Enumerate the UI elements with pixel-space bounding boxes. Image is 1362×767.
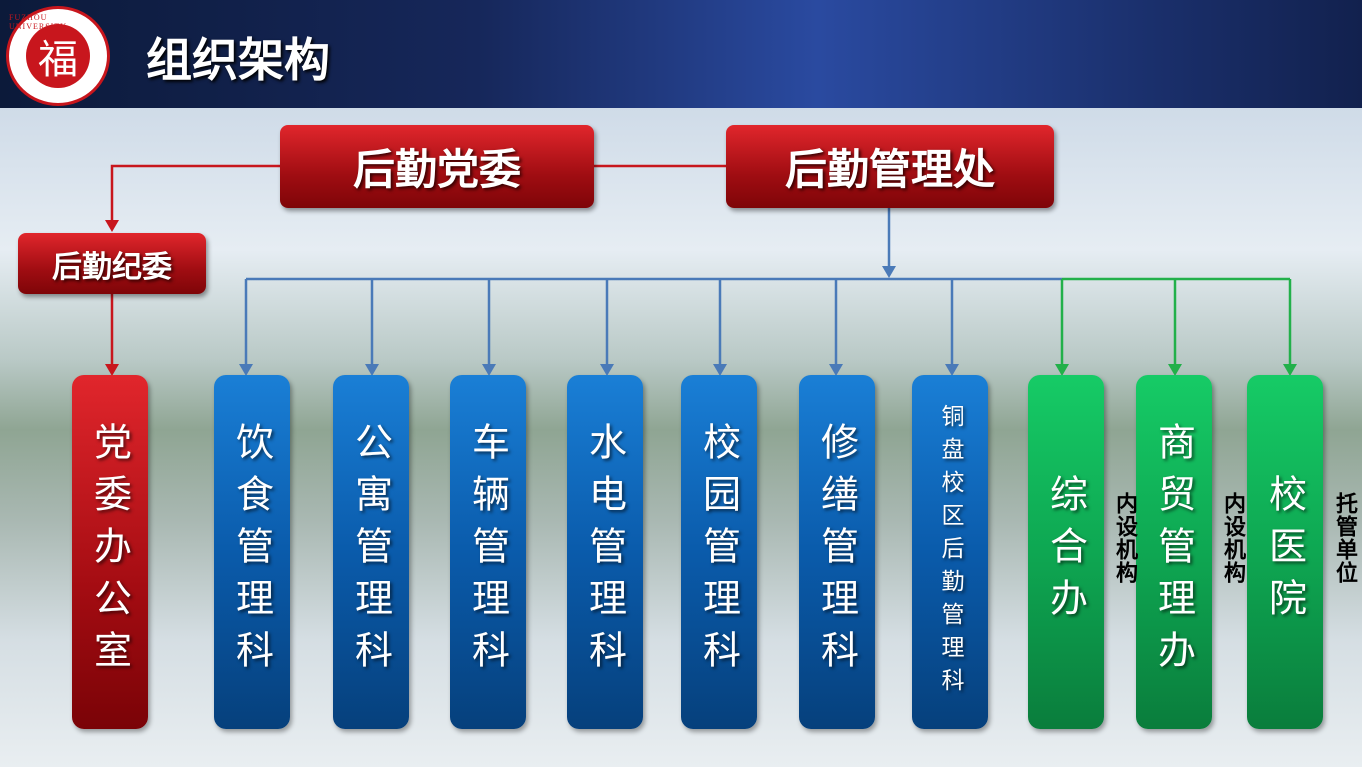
- internal-unit-box: 综合办: [1028, 375, 1104, 729]
- internal-unit-label: 商贸管理办: [1151, 422, 1196, 682]
- department-box: 校园管理科: [681, 375, 757, 729]
- department-label: 修缮管理科: [814, 422, 859, 682]
- arrow-icon: [1168, 364, 1182, 376]
- arrow-icon: [365, 364, 379, 376]
- department-box: 水电管理科: [567, 375, 643, 729]
- arrow-icon: [105, 364, 119, 376]
- party-committee-box: 后勤党委: [280, 125, 594, 208]
- department-box: 公寓管理科: [333, 375, 409, 729]
- department-label: 饮食管理科: [229, 422, 274, 682]
- arrow-icon: [1055, 364, 1069, 376]
- department-box: 修缮管理科: [799, 375, 875, 729]
- arrow-icon: [829, 364, 843, 376]
- arrow-icon: [600, 364, 614, 376]
- internal-unit-label: 综合办: [1043, 474, 1088, 630]
- department-label: 车辆管理科: [465, 422, 510, 682]
- department-label: 公寓管理科: [348, 422, 393, 682]
- internal-unit-box: 商贸管理办: [1136, 375, 1212, 729]
- hosted-unit-tag: 托管单位: [1332, 492, 1357, 584]
- logo-ring-text: FUZHOU UNIVERSITY: [9, 13, 67, 31]
- arrow-icon: [239, 364, 253, 376]
- department-label: 水电管理科: [582, 422, 627, 682]
- department-box: 铜盘校区后勤管理科: [912, 375, 988, 729]
- arrow-icon: [1283, 364, 1297, 376]
- internal-unit-tag: 内设机构: [1112, 492, 1137, 584]
- department-box: 车辆管理科: [450, 375, 526, 729]
- arrow-icon: [882, 266, 896, 278]
- arrow-icon: [713, 364, 727, 376]
- management-office-box: 后勤管理处: [726, 125, 1054, 208]
- logo-glyph: 福: [26, 24, 90, 88]
- party-office-box: 党委办公室: [72, 375, 148, 729]
- department-label: 校园管理科: [696, 422, 741, 682]
- hosted-unit-box: 校医院: [1247, 375, 1323, 729]
- department-box: 饮食管理科: [214, 375, 290, 729]
- arrow-icon: [105, 220, 119, 232]
- discipline-committee-box: 后勤纪委: [18, 233, 206, 294]
- hosted-unit-label: 校医院: [1262, 474, 1307, 630]
- arrow-icon: [482, 364, 496, 376]
- page-title: 组织架构: [146, 33, 330, 87]
- arrow-icon: [945, 364, 959, 376]
- internal-unit-tag: 内设机构: [1220, 492, 1245, 584]
- department-label: 铜盘校区后勤管理科: [937, 403, 963, 701]
- party-office-label: 党委办公室: [87, 422, 132, 682]
